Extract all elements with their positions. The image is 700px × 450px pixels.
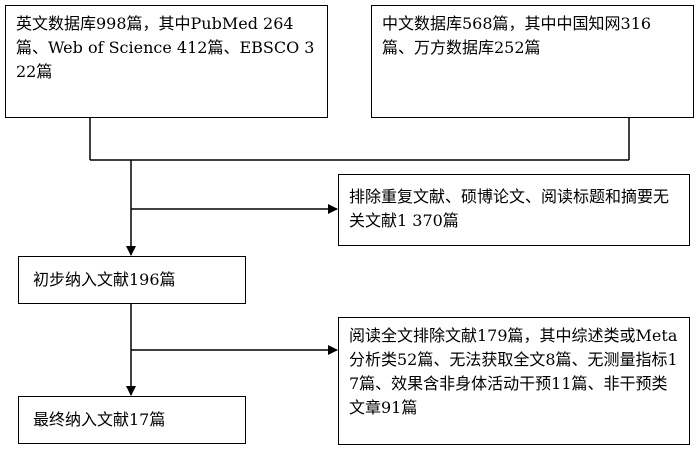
chinese-database-box: 中文数据库568篇，其中中国知网316篇、万方数据库252篇 xyxy=(371,5,694,118)
exclusion-box-2: 阅读全文排除文献179篇，其中综述类或Meta分析类52篇、无法获取全文8篇、无… xyxy=(338,317,690,445)
english-database-box: 英文数据库998篇，其中PubMed 264篇、Web of Science 4… xyxy=(5,5,328,118)
final-include-box: 最终纳入文献17篇 xyxy=(18,396,246,444)
initial-include-box: 初步纳入文献196篇 xyxy=(18,256,246,304)
exclusion-box-1: 排除重复文献、硕博论文、阅读标题和摘要无关文献1 370篇 xyxy=(338,174,690,246)
